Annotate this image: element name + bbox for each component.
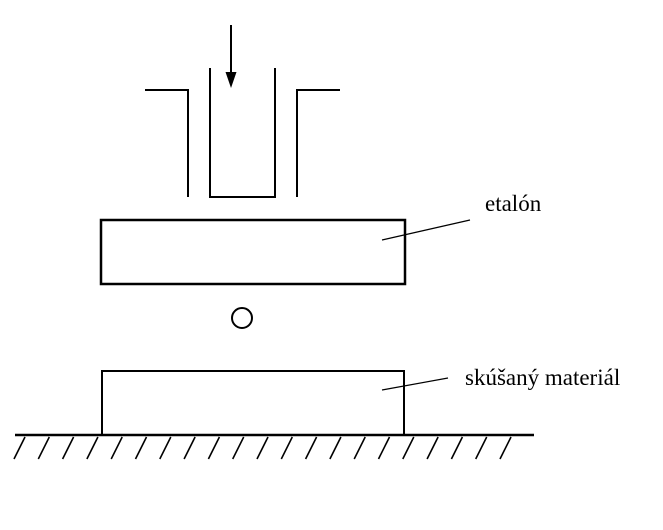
hatch-mark (86, 436, 99, 460)
hatch-mark (61, 436, 75, 460)
hatch-mark (231, 436, 245, 460)
hatch-mark (134, 436, 148, 460)
etalon-leader-line (381, 219, 471, 241)
hatch-mark (474, 436, 488, 460)
hatch-mark (207, 436, 221, 460)
hatch-mark (353, 436, 366, 460)
hatch-mark (402, 436, 415, 460)
tested-material-label: skúšaný materiál (465, 365, 620, 390)
hatch-mark (110, 436, 123, 460)
test-ball (231, 307, 253, 329)
hatch-mark (280, 436, 294, 460)
indenter-plunger (209, 68, 276, 198)
hatch-mark (159, 436, 172, 460)
load-arrow (225, 25, 237, 88)
hatch-mark (329, 436, 342, 460)
etalon-label: etalón (485, 191, 542, 216)
hatch-mark (13, 436, 26, 460)
load-arrow-head (225, 72, 237, 88)
tested-material-leader-line (381, 377, 449, 391)
ground-hatching (13, 436, 512, 460)
hatch-mark (304, 436, 318, 460)
tested-material-block (101, 370, 405, 435)
hatch-mark (499, 436, 512, 460)
hatch-mark (183, 436, 196, 460)
guide-housing-left (145, 89, 189, 197)
hatch-mark (426, 436, 439, 460)
etalon-bar (99, 218, 407, 286)
hatch-mark (37, 436, 51, 460)
hatch-mark (450, 436, 464, 460)
guide-housing-right (296, 89, 340, 197)
hatch-mark (256, 436, 269, 460)
hatch-mark (377, 436, 391, 460)
